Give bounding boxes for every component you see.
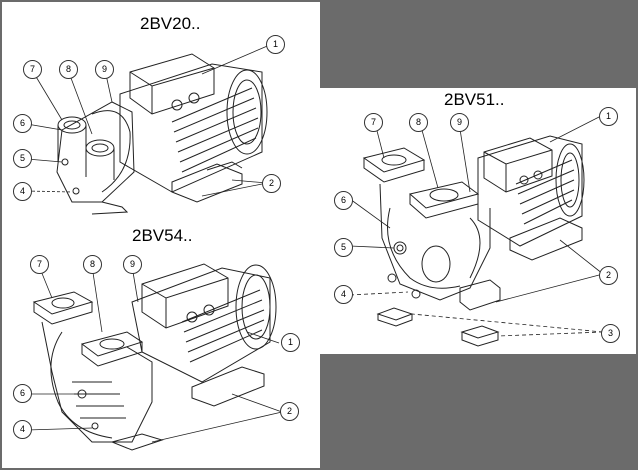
flange-right-a [362, 147, 426, 173]
left-panel: 2BV20.. 2BV54.. [2, 2, 320, 468]
flange-bottom-a [32, 291, 94, 315]
pump-housing-right [379, 183, 491, 301]
callout-5: 5 [334, 238, 353, 257]
callout-1: 1 [599, 107, 618, 126]
flange-top-a [57, 116, 87, 134]
callout-2: 2 [262, 174, 281, 193]
base-block-b [460, 325, 500, 347]
callout-8: 8 [83, 255, 102, 274]
callout-1: 1 [281, 333, 300, 352]
callout-9: 9 [450, 113, 469, 132]
callout-8: 8 [59, 60, 78, 79]
terminal-box-top [129, 53, 215, 115]
callout-4: 4 [13, 182, 32, 201]
callout-4: 4 [334, 285, 353, 304]
right-panel: 2BV51.. [320, 88, 636, 354]
callout-8: 8 [409, 113, 428, 132]
callout-2: 2 [599, 266, 618, 285]
motor-end-cap-top [226, 69, 268, 155]
callout-9: 9 [123, 255, 142, 274]
flange-bottom-b [80, 331, 144, 357]
motor-body-right [477, 135, 583, 247]
callout-1: 1 [266, 35, 285, 54]
figure-title-2bv54: 2BV54.. [132, 226, 193, 245]
terminal-box-right [483, 137, 553, 193]
figure-title-2bv20: 2BV20.. [140, 14, 201, 33]
motor-end-cap-right [555, 143, 585, 217]
base-block-a [376, 307, 414, 327]
pump-drawings-left [26, 43, 283, 451]
callout-7: 7 [30, 255, 49, 274]
callout-3: 3 [601, 324, 620, 343]
flange-right-b [408, 181, 480, 209]
callout-6: 6 [13, 384, 32, 403]
motor-body-top [119, 63, 263, 193]
foot-right [509, 217, 583, 261]
foot-bottom [191, 366, 265, 407]
pump-drawing-right [349, 115, 604, 347]
callout-7: 7 [23, 60, 42, 79]
callout-6: 6 [334, 191, 353, 210]
callout-2: 2 [280, 402, 299, 421]
callout-7: 7 [364, 113, 383, 132]
callout-6: 6 [13, 114, 32, 133]
pump-housing-top [56, 101, 135, 203]
foot-top [171, 163, 243, 203]
callout-4: 4 [13, 420, 32, 439]
callout-5: 5 [13, 149, 32, 168]
motor-end-cap-bottom [235, 264, 277, 350]
terminal-box-bottom [141, 263, 229, 329]
figure-title-2bv51: 2BV51.. [444, 90, 505, 109]
flange-top-b [85, 139, 115, 157]
callout-9: 9 [95, 60, 114, 79]
